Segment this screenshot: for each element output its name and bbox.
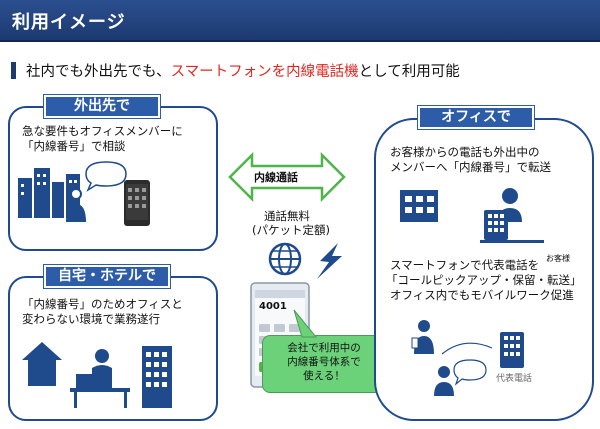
network-globe-icon xyxy=(268,242,302,276)
wireless-signal-icon xyxy=(317,243,342,279)
person-phone-icon xyxy=(66,188,86,222)
rep-phone-label: 代表電話 xyxy=(496,374,533,384)
office-text-2: メンバーへ「内線番号」で転送 xyxy=(390,160,551,174)
outside-label: 外出先で xyxy=(44,95,160,118)
person-at-desk-icon xyxy=(70,349,130,408)
office-text-1: お客様からの電話も外出中の xyxy=(390,145,540,159)
subhead-marker xyxy=(11,62,16,79)
note-text-1: 会社で利用中の xyxy=(287,342,361,354)
house-icon xyxy=(22,342,62,386)
outside-text-1: 急な要件もオフィスメンバーに xyxy=(22,124,183,138)
office-bottom-illustration xyxy=(411,320,524,396)
subheading: 社内でも外出先でも、スマートフォンを内線電話機として利用可能 xyxy=(26,60,460,81)
subhead-highlight: スマートフォンを内線電話機 xyxy=(170,64,359,80)
desk-phone-icon xyxy=(500,332,524,368)
office-label: オフィスで xyxy=(418,106,534,129)
free-call-text-1: 通話無料 xyxy=(264,209,310,223)
office-text-5: オフィス内でもモバイルワーク促進 xyxy=(390,288,574,302)
subhead-suffix: として利用可能 xyxy=(358,64,460,80)
office-building-icon xyxy=(400,190,438,222)
note-bubble-tail xyxy=(293,309,318,338)
outside-text-2: 「内線番号」で相談 xyxy=(22,139,126,153)
office-top-illustration xyxy=(400,188,544,243)
free-call-text-2: (パケット定額) xyxy=(252,223,330,237)
home-text-1: 「内線番号」のためオフィスと xyxy=(22,297,183,311)
page-title: 利用イメージ xyxy=(12,12,126,33)
office-small-label: お客様 xyxy=(546,254,570,263)
office-text-3: スマートフォンで代表電話を xyxy=(390,258,540,272)
speech-bubble-icon xyxy=(85,161,127,192)
person-phone-icon xyxy=(434,366,454,396)
note-bubble xyxy=(262,335,386,393)
note-text-3: 使える！ xyxy=(303,370,345,382)
note-text: 会社で利用中の 内線番号体系で 使える！ xyxy=(262,341,386,383)
double-arrow-icon xyxy=(228,152,346,202)
arrow-label: 内線通話 xyxy=(254,171,298,184)
smartphone-icon xyxy=(124,180,150,226)
forward-arrow-icon xyxy=(441,342,493,355)
office-text-4: 「コールピックアップ・保留・転送」 xyxy=(386,273,582,287)
dialer-number: 4001 xyxy=(259,301,287,312)
home-text-2: 変わらない環境で業務遂行 xyxy=(22,312,160,326)
city-buildings-icon xyxy=(18,168,80,218)
header-bar: 利用イメージ xyxy=(0,0,600,42)
speech-bubble-icon xyxy=(453,359,487,386)
home-illustration xyxy=(22,342,172,408)
home-label: 自宅・ホテルで xyxy=(44,265,170,288)
subhead-prefix: 社内でも外出先でも、 xyxy=(26,64,171,80)
outside-illustration xyxy=(18,161,150,226)
note-text-2: 内線番号体系で xyxy=(287,356,361,368)
person-phone-icon xyxy=(411,320,434,354)
